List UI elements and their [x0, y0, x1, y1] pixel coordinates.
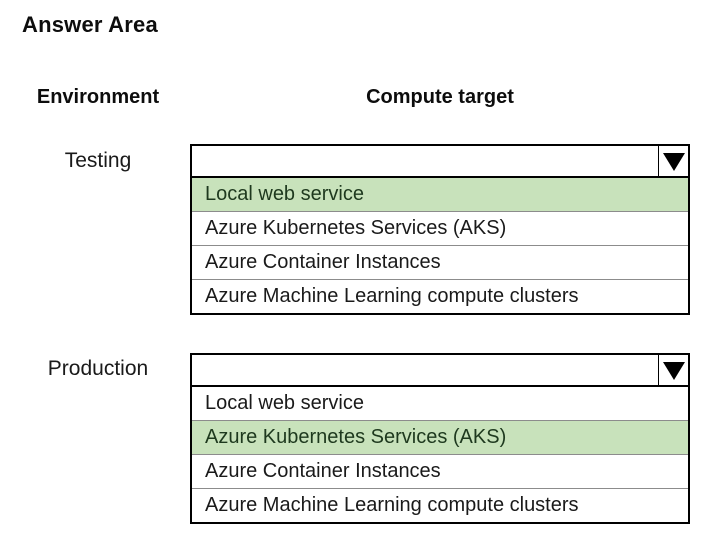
option-row[interactable]: Azure Kubernetes Services (AKS) — [192, 420, 688, 454]
compute-target-dropdown-testing: Local web service Azure Kubernetes Servi… — [190, 144, 690, 315]
column-header-compute-target: Compute target — [366, 86, 514, 108]
dropdown-options-list: Local web service Azure Kubernetes Servi… — [190, 178, 690, 315]
option-row[interactable]: Azure Machine Learning compute clusters — [192, 488, 688, 522]
option-row[interactable]: Local web service — [192, 178, 688, 211]
dropdown-select-production[interactable] — [190, 353, 690, 387]
column-header-environment: Environment — [36, 86, 160, 108]
compute-target-dropdown-production: Local web service Azure Kubernetes Servi… — [190, 353, 690, 524]
chevron-down-icon — [662, 362, 685, 380]
dropdown-select-testing[interactable] — [190, 144, 690, 178]
option-row[interactable]: Local web service — [192, 387, 688, 420]
option-row[interactable]: Azure Container Instances — [192, 454, 688, 488]
dropdown-arrow-button[interactable] — [658, 355, 688, 385]
environment-label-production: Production — [47, 357, 149, 380]
option-row[interactable]: Azure Kubernetes Services (AKS) — [192, 211, 688, 245]
option-row[interactable]: Azure Container Instances — [192, 245, 688, 279]
page-title: Answer Area — [22, 12, 158, 37]
dropdown-arrow-button[interactable] — [658, 146, 688, 176]
dropdown-options-list: Local web service Azure Kubernetes Servi… — [190, 387, 690, 524]
environment-label-testing: Testing — [64, 149, 132, 172]
chevron-down-icon — [662, 153, 685, 171]
option-row[interactable]: Azure Machine Learning compute clusters — [192, 279, 688, 313]
